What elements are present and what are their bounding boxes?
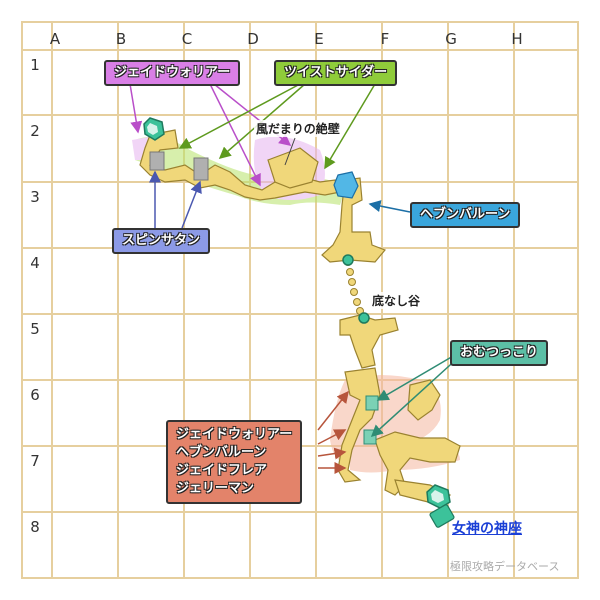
warp-crystal-icon[interactable] [143, 117, 165, 141]
dungeon-paths [139, 129, 461, 506]
grid [21, 21, 579, 579]
omutsukkori-arrows [370, 351, 461, 438]
spin-satan-arrows [149, 170, 202, 229]
grid-col-label: C [181, 30, 193, 48]
grid-col-label: D [247, 30, 259, 48]
omutsukkori-label: おむつっこり [450, 340, 549, 366]
grid-row-label: 3 [30, 188, 40, 206]
watermark: 極限攻略データベース [450, 560, 560, 573]
enemy-list-item: ジェリーマン [176, 481, 255, 496]
enemy-list-box: ジェイドウォリアー ヘブンバルーン ジェイドフレア ジェリーマン [166, 420, 303, 504]
grid-row-label: 6 [30, 386, 40, 404]
grid-row-label: 1 [30, 56, 40, 74]
spin-satan-label: スピンサタン [112, 228, 211, 254]
jade-warrior-label: ジェイドウォリアー [104, 60, 241, 86]
grid-col-label: G [445, 30, 457, 48]
enemy-list-arrows [317, 390, 349, 474]
kaze-label-pointer [284, 137, 296, 166]
enemy-list-item: ジェイドウォリアー [176, 427, 293, 442]
warp-crystal-icon[interactable] [426, 484, 455, 528]
route-dot-icon [342, 254, 354, 266]
sokonashi-label: 底なし谷 [370, 292, 423, 309]
grid-row-label: 2 [30, 122, 40, 140]
enemy-list-item: ヘブンバルーン [176, 445, 267, 460]
hebun-balloon-arrow [368, 200, 411, 213]
route-dots [344, 258, 364, 315]
grid-col-label: B [115, 30, 127, 48]
kaze-zeppeki-label: 風だまりの絶壁 [254, 120, 342, 137]
hebun-balloon-label: ヘブンバルーン [410, 202, 521, 228]
enemy-list-item: ジェイドフレア [176, 463, 268, 478]
grid-row-label: 8 [30, 518, 40, 536]
grid-row-label: 4 [30, 254, 40, 272]
grid-row-label: 5 [30, 320, 40, 338]
grid-row-label: 7 [30, 452, 40, 470]
grid-col-label: H [511, 30, 523, 48]
goddess-seat-link[interactable]: 女神の神座 [452, 521, 522, 537]
twist-sider-label: ツイストサイダー [274, 60, 398, 86]
route-dot-icon [358, 312, 370, 324]
grid-col-label: F [380, 30, 390, 48]
grid-col-label: E [314, 30, 324, 48]
spin-satan-markers [149, 151, 209, 181]
grid-col-label: A [49, 30, 61, 48]
hebun-balloon-marker [333, 171, 359, 199]
